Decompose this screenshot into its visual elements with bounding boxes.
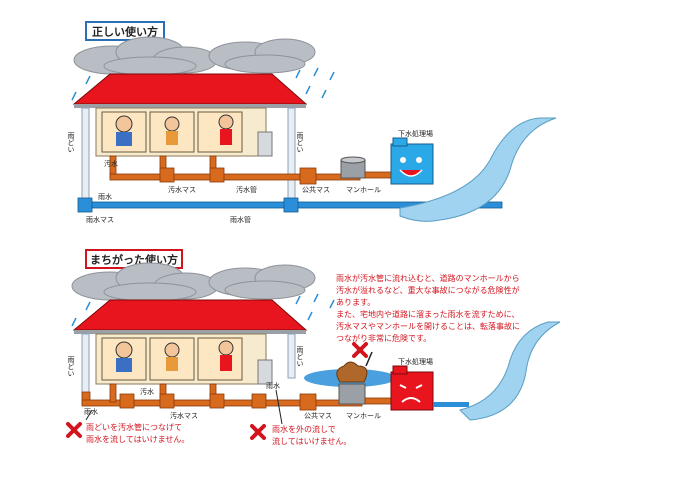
label-rainwater-left: 雨水	[84, 407, 98, 416]
person-icon	[115, 115, 133, 133]
note-outdoor-sink-line: 流してはいけません。	[272, 436, 351, 446]
x-mark-icon	[352, 342, 368, 358]
rain-cloud	[73, 36, 316, 76]
person-icon	[220, 129, 232, 145]
label-wastewater-basin: 汚水マス	[168, 185, 196, 194]
person-icon	[115, 341, 133, 359]
label-rainwater: 雨水	[98, 192, 112, 201]
downspout-left	[81, 107, 90, 203]
pointer-line	[85, 409, 93, 421]
label-downspout-right: 雨どい	[296, 346, 304, 367]
manhole	[340, 156, 366, 179]
person-icon	[218, 340, 234, 356]
correct-title-box	[85, 21, 165, 41]
label-wastewater: 汚水	[140, 387, 154, 396]
river	[399, 117, 557, 222]
treatment-plant-happy-icon	[390, 137, 434, 185]
manhole-overflow	[336, 361, 368, 405]
label-rainwater-pipe: 雨水管	[230, 215, 251, 224]
roof-gutter	[74, 104, 306, 108]
warning-line: 雨水が汚水管に流れ込むと、道路のマンホールから	[336, 273, 520, 283]
rain-cloud	[71, 262, 316, 302]
label-treatment-plant: 下水処理場	[398, 129, 433, 138]
person-icon	[164, 116, 180, 132]
label-wastewater-basin: 汚水マス	[170, 411, 198, 420]
label-public-basin: 公共マス	[302, 185, 330, 194]
person-icon	[166, 131, 178, 145]
warning-text: 雨水が汚水管に流れ込むと、道路のマンホールから 汚水が溢れるなど、重大な事故につ…	[336, 273, 520, 343]
note-outdoor-sink-line: 雨水を外の流しで	[272, 424, 336, 434]
label-rainwater-basin: 雨水マス	[86, 215, 114, 224]
warning-line: あります。	[336, 298, 375, 307]
house-roof	[72, 299, 308, 331]
note-downspout-line: 雨水を流してはいけません。	[86, 434, 189, 444]
downspout-right	[287, 333, 296, 379]
warning-line: 汚水が溢れるなど、重大な事故につながる危険性が	[336, 285, 520, 295]
label-wastewater-pipe: 汚水管	[236, 185, 257, 194]
faucet-stand	[257, 131, 273, 157]
wastewater-pipe	[109, 155, 361, 185]
wastewater-pipe-to-plant	[364, 397, 394, 405]
note-downspout-line: 雨どいを汚水管につなげて	[86, 422, 182, 432]
person-icon	[166, 357, 178, 371]
label-treatment-plant: 下水処理場	[398, 357, 433, 366]
rainwater-pipe	[77, 197, 503, 213]
river	[459, 321, 561, 421]
downspout-right	[287, 107, 296, 203]
rainwater-pipe-to-river	[433, 402, 469, 407]
roof-gutter	[74, 330, 306, 334]
warning-line: 汚水マスやマンホールを開けることは、転落事故に	[336, 321, 520, 331]
wastewater-pipe-to-plant	[364, 171, 394, 179]
correct-usage-panel: 正しい使い方	[67, 21, 557, 224]
warning-line: つながり非常に危険です。	[336, 333, 431, 343]
label-downspout-left: 雨どい	[67, 356, 75, 377]
person-icon	[116, 132, 132, 146]
faucet-stand	[257, 359, 273, 385]
x-mark-icon	[66, 422, 82, 438]
person-icon	[218, 114, 234, 130]
correct-title: 正しい使い方	[92, 25, 158, 39]
house-roof	[72, 73, 308, 105]
label-wastewater: 汚水	[104, 159, 118, 168]
label-public-basin: 公共マス	[304, 411, 332, 420]
downspout-left	[81, 333, 90, 395]
wrong-usage-panel: まちがった使い方	[66, 249, 561, 446]
x-mark-icon	[250, 424, 266, 440]
label-manhole: マンホール	[346, 412, 381, 420]
wastewater-pipe	[81, 383, 363, 411]
treatment-plant-sad-icon	[390, 365, 434, 411]
label-downspout-right: 雨どい	[296, 132, 304, 153]
person-icon	[164, 342, 180, 358]
pointer-line	[275, 389, 283, 425]
person-icon	[220, 355, 232, 371]
label-downspout-left: 雨どい	[67, 132, 75, 153]
label-rainwater-right: 雨水	[266, 381, 280, 390]
person-icon	[116, 358, 132, 372]
overflow-arrow	[365, 351, 373, 367]
label-manhole: マンホール	[346, 186, 381, 194]
warning-line: また、宅地内や道路に溜まった雨水を流すために、	[336, 309, 519, 319]
